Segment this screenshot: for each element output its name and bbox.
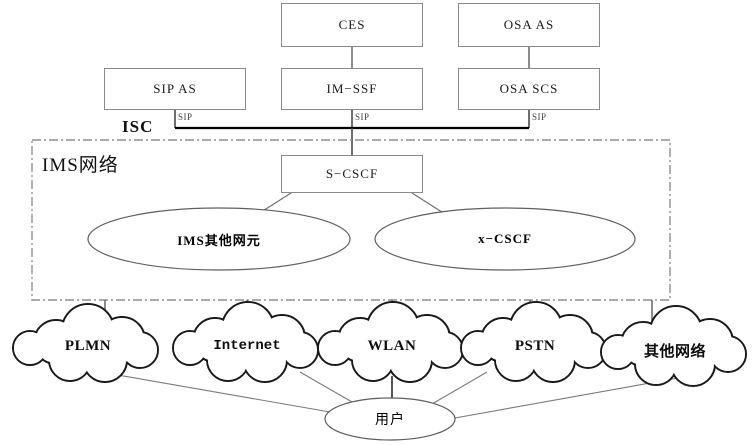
ellipse-outline-x-cscf xyxy=(374,207,636,271)
node-s-cscf-label: S−CSCF xyxy=(325,166,379,181)
node-pstn-label: PSTN xyxy=(514,337,556,354)
ellipse-outline-user xyxy=(324,397,456,441)
node-osa-scs[interactable]: OSA SCS xyxy=(458,68,600,110)
connector-pstn-user xyxy=(431,371,488,405)
node-osa-scs-label: OSA SCS xyxy=(499,81,559,96)
edge-tag-sip-right: SIP xyxy=(532,112,547,122)
connector-othernet-user xyxy=(454,377,679,419)
node-ces[interactable]: CES xyxy=(281,3,423,47)
cloud-fill-wlan xyxy=(319,303,462,381)
ims-zone-border xyxy=(31,139,671,301)
ims-zone-label: IMS网络 xyxy=(42,155,119,176)
node-wlan-label: WLAN xyxy=(367,337,417,354)
node-osa-as-label: OSA AS xyxy=(503,17,555,32)
node-im-ssf[interactable]: IM−SSF xyxy=(281,68,423,110)
node-internet-label: Internet xyxy=(213,338,281,354)
cloud-fill-other-net xyxy=(602,307,745,385)
node-pstn[interactable]: PSTN xyxy=(475,328,595,364)
node-plmn-label: PLMN xyxy=(64,337,112,354)
node-other-net[interactable]: 其他网络 xyxy=(615,332,735,368)
node-internet[interactable]: Internet xyxy=(187,328,307,364)
ellipse-outline-ims-other xyxy=(87,207,351,271)
node-other-net-label: 其他网络 xyxy=(643,343,706,360)
edge-tag-sip-middle: SIP xyxy=(355,112,370,122)
cloud-fill-plmn xyxy=(14,305,157,381)
connector-plmn-user xyxy=(111,373,331,413)
node-plmn[interactable]: PLMN xyxy=(28,328,148,364)
node-sip-as-label: SIP AS xyxy=(153,81,197,96)
node-wlan[interactable]: WLAN xyxy=(332,328,452,364)
isc-bus-label: ISC xyxy=(122,117,154,136)
node-ces-label: CES xyxy=(338,17,366,32)
connector-internet-user xyxy=(299,371,353,403)
edge-tag-sip-left: SIP xyxy=(178,112,193,122)
cloud-fill-internet xyxy=(174,303,317,381)
cloud-fill-pstn xyxy=(462,303,605,381)
node-osa-as[interactable]: OSA AS xyxy=(458,3,600,47)
node-sip-as[interactable]: SIP AS xyxy=(104,68,246,110)
node-s-cscf[interactable]: S−CSCF xyxy=(281,155,423,193)
node-im-ssf-label: IM−SSF xyxy=(326,81,378,96)
connector-scscf-xcscf xyxy=(411,192,446,215)
